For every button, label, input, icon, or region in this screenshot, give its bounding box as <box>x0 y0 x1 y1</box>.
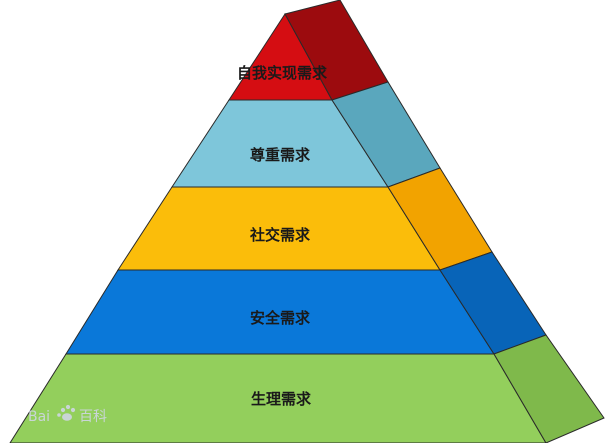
paw-icon <box>57 404 76 421</box>
tier-safety-label: 安全需求 <box>250 309 311 327</box>
tier-social-label: 社交需求 <box>249 226 311 244</box>
watermark-text-left: Bai <box>28 409 50 425</box>
watermark: Bai 百科 <box>28 404 107 425</box>
tier-esteem-label: 尊重需求 <box>250 146 311 164</box>
watermark-text-right: 百科 <box>79 409 107 425</box>
tier-physiological-side <box>493 334 605 443</box>
tier-physiological-front <box>9 353 547 443</box>
tier-physiological-label: 生理需求 <box>251 390 312 408</box>
tier-self-actualization-label: 自我实现需求 <box>237 64 328 82</box>
